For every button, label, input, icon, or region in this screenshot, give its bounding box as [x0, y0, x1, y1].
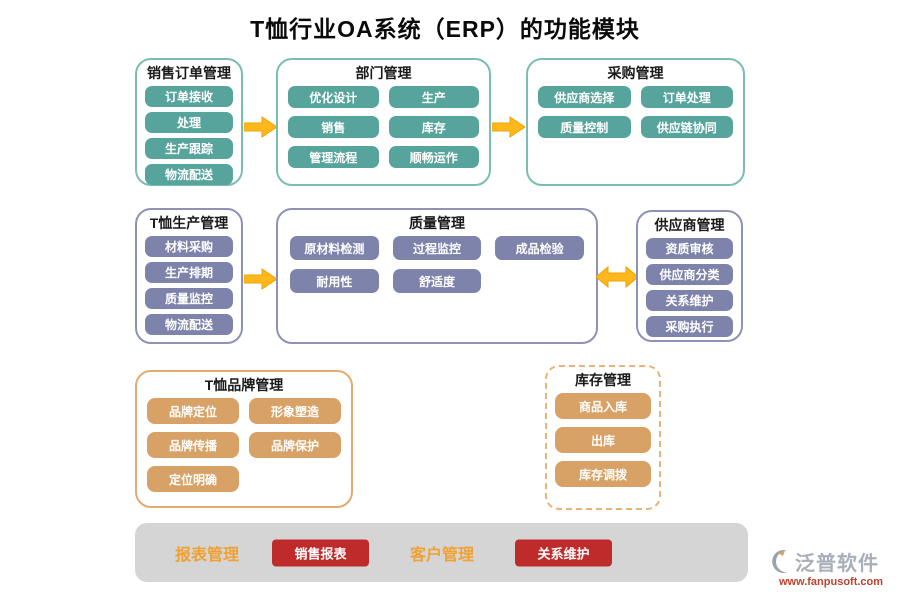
module-sales-order-title: 销售订单管理 — [147, 65, 231, 81]
module-department-title: 部门管理 — [355, 65, 412, 81]
item-button[interactable]: 销售 — [288, 116, 379, 138]
module-supplier-items: 资质审核 供应商分类 关系维护 采购执行 — [638, 238, 741, 337]
fanpu-logo-row: 泛普软件 — [768, 547, 894, 576]
item-button[interactable]: 生产排期 — [145, 262, 233, 283]
flow-arrow-right-icon — [244, 116, 277, 138]
flow-arrow-double-icon — [596, 265, 638, 289]
item-button[interactable]: 出库 — [555, 427, 651, 453]
module-inventory-title: 库存管理 — [575, 372, 631, 388]
item-button[interactable]: 成品检验 — [495, 236, 584, 260]
module-production-items: 材料采购 生产排期 质量监控 物流配送 — [137, 236, 241, 335]
item-button[interactable]: 品牌传播 — [147, 432, 239, 458]
item-button[interactable]: 订单处理 — [640, 86, 733, 108]
item-button[interactable]: 资质审核 — [646, 238, 733, 259]
module-quality-title: 质量管理 — [409, 215, 465, 231]
module-supplier-title: 供应商管理 — [654, 217, 725, 233]
module-purchase-title: 采购管理 — [607, 65, 664, 81]
item-button[interactable]: 库存 — [388, 116, 479, 138]
sales-report-button[interactable]: 销售报表 — [272, 539, 369, 566]
item-button[interactable]: 顺畅运作 — [388, 146, 479, 168]
module-quality: 质量管理 原材料检测 过程监控 成品检验 耐用性 舒适度 — [276, 208, 598, 344]
item-button[interactable]: 库存调拨 — [555, 461, 651, 487]
module-production: T恤生产管理 材料采购 生产排期 质量监控 物流配送 — [135, 208, 243, 344]
item-button[interactable]: 材料采购 — [145, 236, 233, 257]
bottom-bar: 报表管理 销售报表 客户管理 关系维护 — [135, 523, 748, 582]
item-button[interactable]: 物流配送 — [145, 314, 233, 335]
item-button[interactable]: 质量控制 — [538, 116, 631, 138]
item-button[interactable]: 优化设计 — [288, 86, 379, 108]
item-button[interactable]: 过程监控 — [392, 236, 482, 260]
module-sales-order: 销售订单管理 订单接收 处理 生产跟踪 物流配送 — [135, 58, 243, 186]
module-production-title: T恤生产管理 — [149, 215, 229, 231]
module-department-items: 优化设计 生产 销售 库存 管理流程 顺畅运作 — [278, 86, 489, 168]
module-brand-title: T恤品牌管理 — [204, 377, 284, 393]
item-button[interactable]: 品牌定位 — [147, 398, 239, 424]
flow-arrow-right-icon — [492, 116, 525, 138]
relation-maintain-button[interactable]: 关系维护 — [515, 539, 612, 566]
item-button[interactable]: 处理 — [145, 112, 233, 133]
item-button[interactable]: 生产 — [388, 86, 479, 108]
customer-management-label: 客户管理 — [410, 546, 475, 564]
fanpu-logo-url: www.fanpusoft.com — [778, 576, 884, 588]
module-inventory-items: 商品入库 出库 库存调拨 — [547, 393, 659, 487]
item-button[interactable]: 定位明确 — [147, 466, 239, 492]
item-button[interactable]: 供应商选择 — [538, 86, 631, 108]
item-button[interactable]: 舒适度 — [392, 269, 482, 293]
module-quality-items: 原材料检测 过程监控 成品检验 耐用性 舒适度 — [278, 236, 596, 293]
item-button[interactable]: 生产跟踪 — [145, 138, 233, 159]
module-purchase: 采购管理 供应商选择 订单处理 质量控制 供应链协同 — [526, 58, 745, 186]
module-department: 部门管理 优化设计 生产 销售 库存 管理流程 顺畅运作 — [276, 58, 491, 186]
item-button[interactable]: 耐用性 — [290, 269, 379, 293]
item-button[interactable]: 形象塑造 — [249, 398, 341, 424]
fanpu-logo-text: 泛普软件 — [795, 553, 879, 575]
flow-arrow-right-icon — [244, 268, 277, 290]
item-button[interactable]: 品牌保护 — [249, 432, 341, 458]
module-brand: T恤品牌管理 品牌定位 形象塑造 品牌传播 品牌保护 定位明确 — [135, 370, 353, 508]
module-inventory: 库存管理 商品入库 出库 库存调拨 — [545, 365, 661, 510]
module-purchase-items: 供应商选择 订单处理 质量控制 供应链协同 — [528, 86, 743, 138]
item-button[interactable]: 质量监控 — [145, 288, 233, 309]
report-management-label: 报表管理 — [175, 546, 240, 564]
page-title: T恤行业OA系统（ERP）的功能模块 — [250, 16, 640, 42]
module-brand-items: 品牌定位 形象塑造 品牌传播 品牌保护 定位明确 — [137, 398, 351, 492]
module-supplier: 供应商管理 资质审核 供应商分类 关系维护 采购执行 — [636, 210, 743, 342]
item-button[interactable]: 供应商分类 — [646, 264, 733, 285]
item-button[interactable]: 管理流程 — [288, 146, 379, 168]
module-sales-order-items: 订单接收 处理 生产跟踪 物流配送 — [137, 86, 241, 185]
fanpu-logo-icon — [772, 550, 787, 573]
item-button[interactable]: 供应链协同 — [640, 116, 733, 138]
fanpu-logo: 泛普软件 www.fanpusoft.com — [768, 547, 894, 588]
item-button[interactable]: 订单接收 — [145, 86, 233, 107]
item-button[interactable]: 商品入库 — [555, 393, 651, 419]
item-button[interactable]: 采购执行 — [646, 316, 733, 337]
item-button[interactable]: 关系维护 — [646, 290, 733, 311]
item-button[interactable]: 物流配送 — [145, 164, 233, 185]
item-button[interactable]: 原材料检测 — [290, 236, 379, 260]
